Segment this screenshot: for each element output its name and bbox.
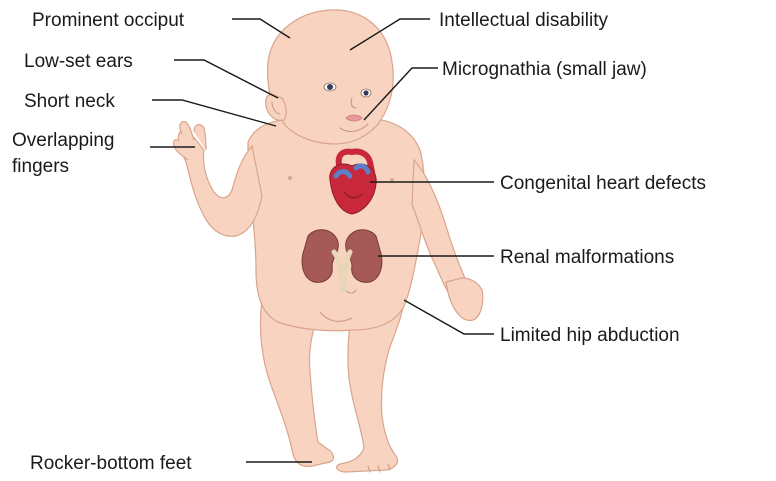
label-overlapping-fingers-line2: fingers (12, 156, 69, 177)
label-prominent-occiput: Prominent occiput (32, 10, 185, 31)
label-congenital-heart-defects: Congenital heart defects (500, 173, 706, 194)
leader-short-neck (152, 100, 276, 126)
head (268, 10, 394, 144)
label-overlapping-fingers-line1: Overlapping (12, 130, 114, 151)
torso (248, 118, 424, 331)
right-hand (446, 278, 483, 321)
label-renal-malformations: Renal malformations (500, 247, 674, 268)
label-micrognathia: Micrognathia (small jaw) (442, 59, 647, 80)
label-low-set-ears: Low-set ears (24, 51, 133, 72)
label-rocker-bottom-feet: Rocker-bottom feet (30, 453, 192, 474)
label-intellectual-disability: Intellectual disability (439, 10, 608, 31)
leader-low-set-ears (174, 60, 278, 98)
label-limited-hip-abduction: Limited hip abduction (500, 325, 680, 346)
mouth (346, 115, 362, 121)
label-short-neck: Short neck (24, 91, 115, 112)
